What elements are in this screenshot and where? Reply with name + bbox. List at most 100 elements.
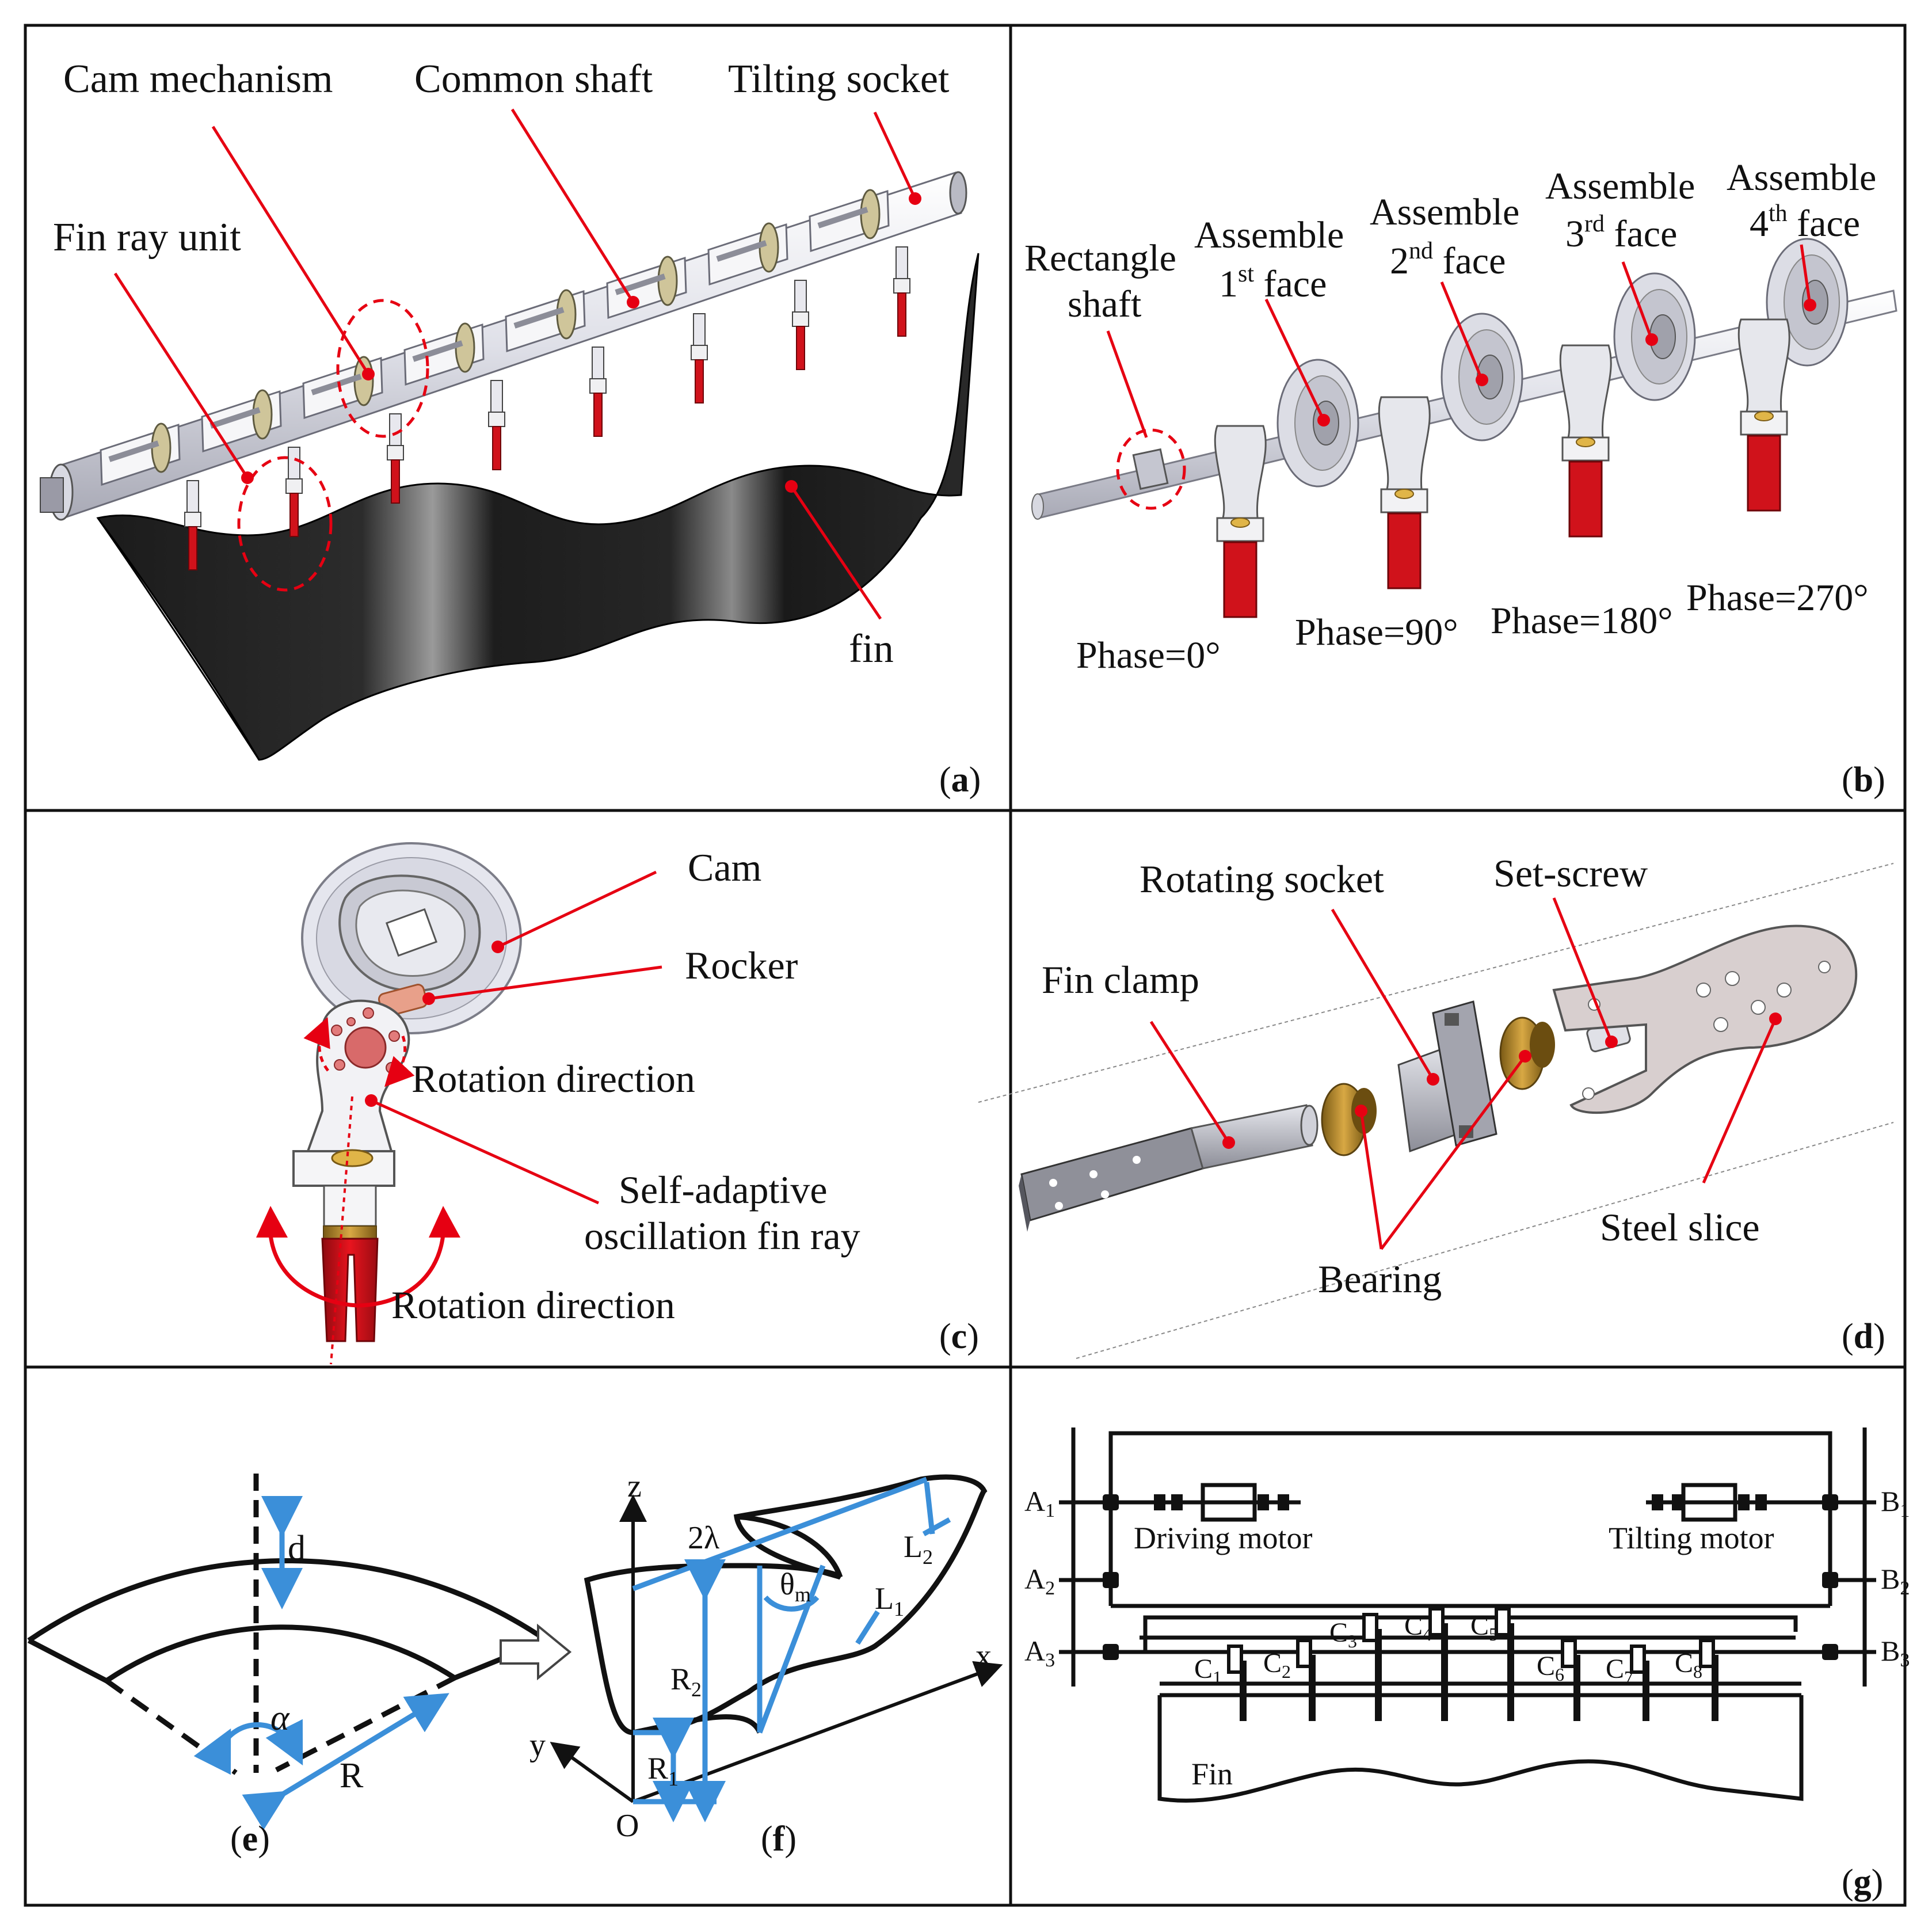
label-4th-face: 4th face xyxy=(1750,200,1860,245)
label-phase-90: Phase=90° xyxy=(1295,611,1458,653)
label-C2: C2 xyxy=(1263,1648,1291,1682)
follower xyxy=(1362,1613,1382,1721)
label-driving-motor: Driving motor xyxy=(1134,1521,1312,1555)
label-x: x xyxy=(975,1638,992,1674)
label-rotation-direction-bottom: Rotation direction xyxy=(391,1283,675,1327)
fin-ray xyxy=(184,480,201,570)
fin-ray xyxy=(691,313,708,403)
label-2lambda: 2λ xyxy=(688,1520,719,1556)
label-L2: L2 xyxy=(904,1529,933,1569)
label-assemble-1: Assemble xyxy=(1194,214,1344,256)
fin-ray xyxy=(893,246,910,337)
follower xyxy=(1630,1645,1649,1721)
label-d: d xyxy=(288,1529,306,1568)
finray-b xyxy=(1737,318,1790,512)
panel-a: Cam mechanism Common shaft Tilting socke… xyxy=(40,57,981,800)
label-B3: B3 xyxy=(1881,1635,1910,1671)
label-steel-slice: Steel slice xyxy=(1600,1205,1760,1249)
cam-highlight xyxy=(336,299,429,438)
label-cam: Cam xyxy=(688,846,761,889)
cam-disk xyxy=(1276,359,1359,488)
caption-g: (g) xyxy=(1842,1863,1883,1902)
cam-window xyxy=(403,322,485,386)
label-fin-ray-unit: Fin ray unit xyxy=(53,215,241,260)
label-C4: C4 xyxy=(1404,1611,1432,1645)
label-A2: A2 xyxy=(1024,1563,1055,1599)
label-fin-schematic: Fin xyxy=(1191,1757,1233,1791)
follower xyxy=(1495,1607,1514,1721)
label-shaft: shaft xyxy=(1068,283,1141,325)
caption-e: (e) xyxy=(230,1819,270,1859)
mechanism-schematic xyxy=(1059,1427,1876,1803)
finray-highlight xyxy=(237,456,333,592)
caption-a: (a) xyxy=(939,760,981,800)
follower xyxy=(1227,1645,1247,1721)
finray-b xyxy=(1559,344,1612,538)
label-rotating-socket: Rotating socket xyxy=(1140,857,1384,901)
label-3rd-face: 3rd face xyxy=(1565,211,1677,255)
fin-ray xyxy=(589,347,607,437)
label-rectangle: Rectangle xyxy=(1024,237,1176,279)
panel-b: Rectangle shaft Assemble 1st face Assemb… xyxy=(1024,157,1897,800)
follower xyxy=(1428,1607,1448,1721)
label-phase-180: Phase=180° xyxy=(1491,600,1673,642)
label-cam-mechanism: Cam mechanism xyxy=(63,57,333,101)
transform-arrow xyxy=(500,1623,572,1681)
label-C7: C7 xyxy=(1606,1654,1633,1688)
fin-ray xyxy=(792,280,809,370)
panel-g: A1 A2 A3 B1 B2 B3 C1 C2 C3 C4 C5 C6 C7 C… xyxy=(1024,1427,1910,1902)
cam-window xyxy=(809,189,890,253)
cam-window xyxy=(707,222,788,286)
panel-c: Cam Rocker Rotation direction Self-adapt… xyxy=(256,842,979,1365)
cam-window xyxy=(100,422,181,486)
finray-b xyxy=(1214,425,1267,618)
fin-ray xyxy=(488,380,505,470)
label-C5: C5 xyxy=(1470,1611,1498,1645)
label-phase-0: Phase=0° xyxy=(1076,634,1221,676)
panel-e: d α R (e) xyxy=(27,1474,572,1859)
label-set-screw: Set-screw xyxy=(1493,851,1648,895)
label-fin: fin xyxy=(849,627,894,671)
label-O: O xyxy=(616,1808,639,1844)
label-C3: C3 xyxy=(1329,1617,1357,1651)
label-theta-m: θm xyxy=(780,1567,811,1606)
fin-ray-units xyxy=(184,246,910,570)
caption-c: (c) xyxy=(939,1317,979,1356)
finray-b xyxy=(1378,396,1431,589)
caption-d: (d) xyxy=(1842,1317,1885,1356)
follower xyxy=(1699,1639,1718,1721)
caption-f: (f) xyxy=(761,1819,797,1859)
label-assemble-4: Assemble xyxy=(1727,157,1876,199)
label-2nd-face: 2nd face xyxy=(1390,238,1506,282)
label-R1: R1 xyxy=(647,1751,679,1790)
label-y: y xyxy=(529,1727,546,1763)
label-C1: C1 xyxy=(1194,1654,1222,1688)
label-common-shaft: Common shaft xyxy=(414,57,653,101)
label-oscillation-fin-ray: oscillation fin ray xyxy=(584,1214,860,1258)
label-B2: B2 xyxy=(1881,1563,1910,1599)
caption-b: (b) xyxy=(1842,760,1885,800)
label-rocker: Rocker xyxy=(685,943,798,987)
label-R: R xyxy=(340,1756,364,1795)
follower xyxy=(1561,1639,1580,1721)
label-tilting-motor: Tilting motor xyxy=(1609,1521,1774,1555)
panel-grid xyxy=(24,24,1907,1907)
label-alpha: α xyxy=(270,1699,290,1738)
fin-ray xyxy=(285,447,303,537)
label-R2: R2 xyxy=(670,1662,702,1701)
cam-window xyxy=(505,289,586,353)
bearing-blocks xyxy=(1103,1494,1838,1660)
panel-f: z x y O 2λ θm L2 L1 R2 R1 (f) xyxy=(529,1468,1003,1859)
label-fin-clamp: Fin clamp xyxy=(1042,958,1199,1002)
label-C6: C6 xyxy=(1537,1651,1564,1685)
label-B1: B1 xyxy=(1881,1485,1910,1521)
rect-shaft-highlight xyxy=(1116,428,1186,510)
label-A3: A3 xyxy=(1024,1635,1055,1671)
label-L1: L1 xyxy=(875,1581,904,1620)
label-bearing: Bearing xyxy=(1318,1257,1442,1301)
label-assemble-3: Assemble xyxy=(1545,165,1695,207)
cam-disks xyxy=(1214,238,1849,618)
label-z: z xyxy=(627,1468,642,1504)
panel-d: Rotating socket Set-screw Fin clamp Stee… xyxy=(978,851,1894,1359)
